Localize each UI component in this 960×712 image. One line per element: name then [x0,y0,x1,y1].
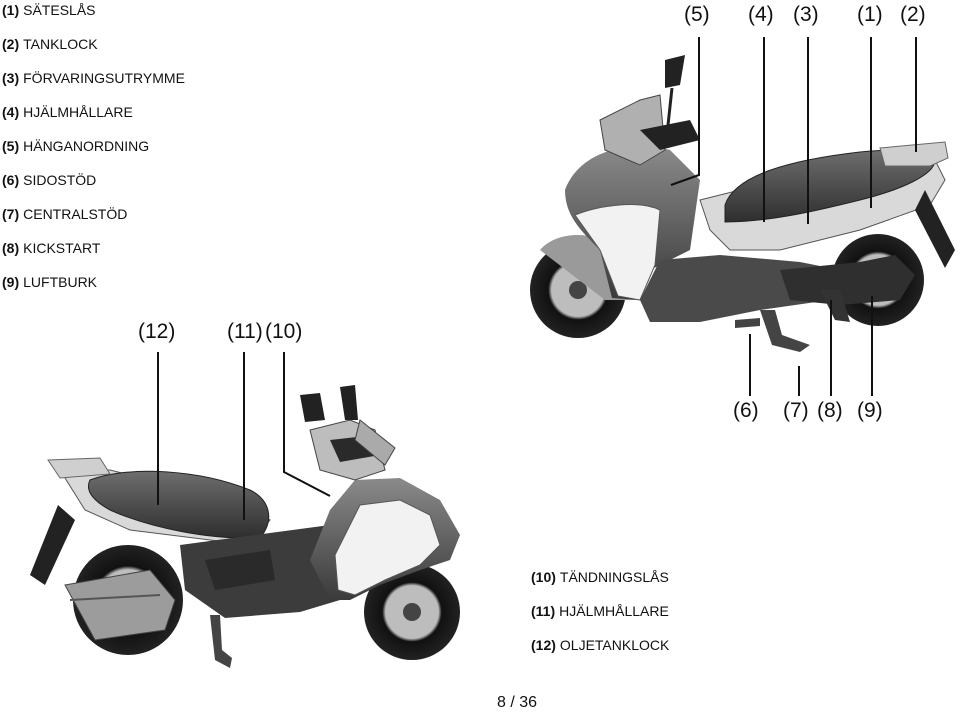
legend-item-11: (11)HJÄLMHÅLLARE [531,603,669,619]
callout-10: (10) [265,320,303,343]
callout-1: (1) [857,3,883,26]
legend-item-9: (9)LUFTBURK [2,274,98,290]
callout-4: (4) [748,3,774,26]
leader-lines-bottom [157,352,331,520]
legend-item-2: (2)TANKLOCK [2,36,98,52]
legend-item-8: (8)KICKSTART [2,240,101,256]
callout-2: (2) [900,3,926,26]
legend-item-3: (3)FÖRVARINGSUTRYMME [2,70,185,86]
legend-item-12: (12)OLJETANKLOCK [531,637,670,653]
legend-bottom: (10)TÄNDNINGSLÅS (11)HJÄLMHÅLLARE (12)OL… [531,568,669,670]
scooter-top-image [530,55,955,352]
leader-lines-top [670,37,917,396]
callout-9: (9) [857,399,883,422]
callout-12: (12) [138,320,176,343]
callout-7: (7) [783,399,809,422]
callout-11: (11) [227,320,263,343]
callout-6: (6) [733,399,759,422]
legend-item-6: (6)SIDOSTÖD [2,172,97,188]
legend-item-7: (7)CENTRALSTÖD [2,206,128,222]
page-number: 8 / 36 [496,694,538,711]
legend-item-10: (10)TÄNDNINGSLÅS [531,569,669,585]
callout-5: (5) [684,3,710,26]
legend-item-4: (4)HJÄLMHÅLLARE [2,104,133,120]
callout-3: (3) [793,3,819,26]
legend-item-5: (5)HÄNGANORDNING [2,138,150,154]
legend-item-1: (1)SÄTESLÅS [2,2,96,18]
scooter-bottom-image [30,385,460,668]
callout-8: (8) [817,399,843,422]
legend-top: (1)SÄTESLÅS (2)TANKLOCK (3)FÖRVARINGSUTR… [2,1,185,307]
